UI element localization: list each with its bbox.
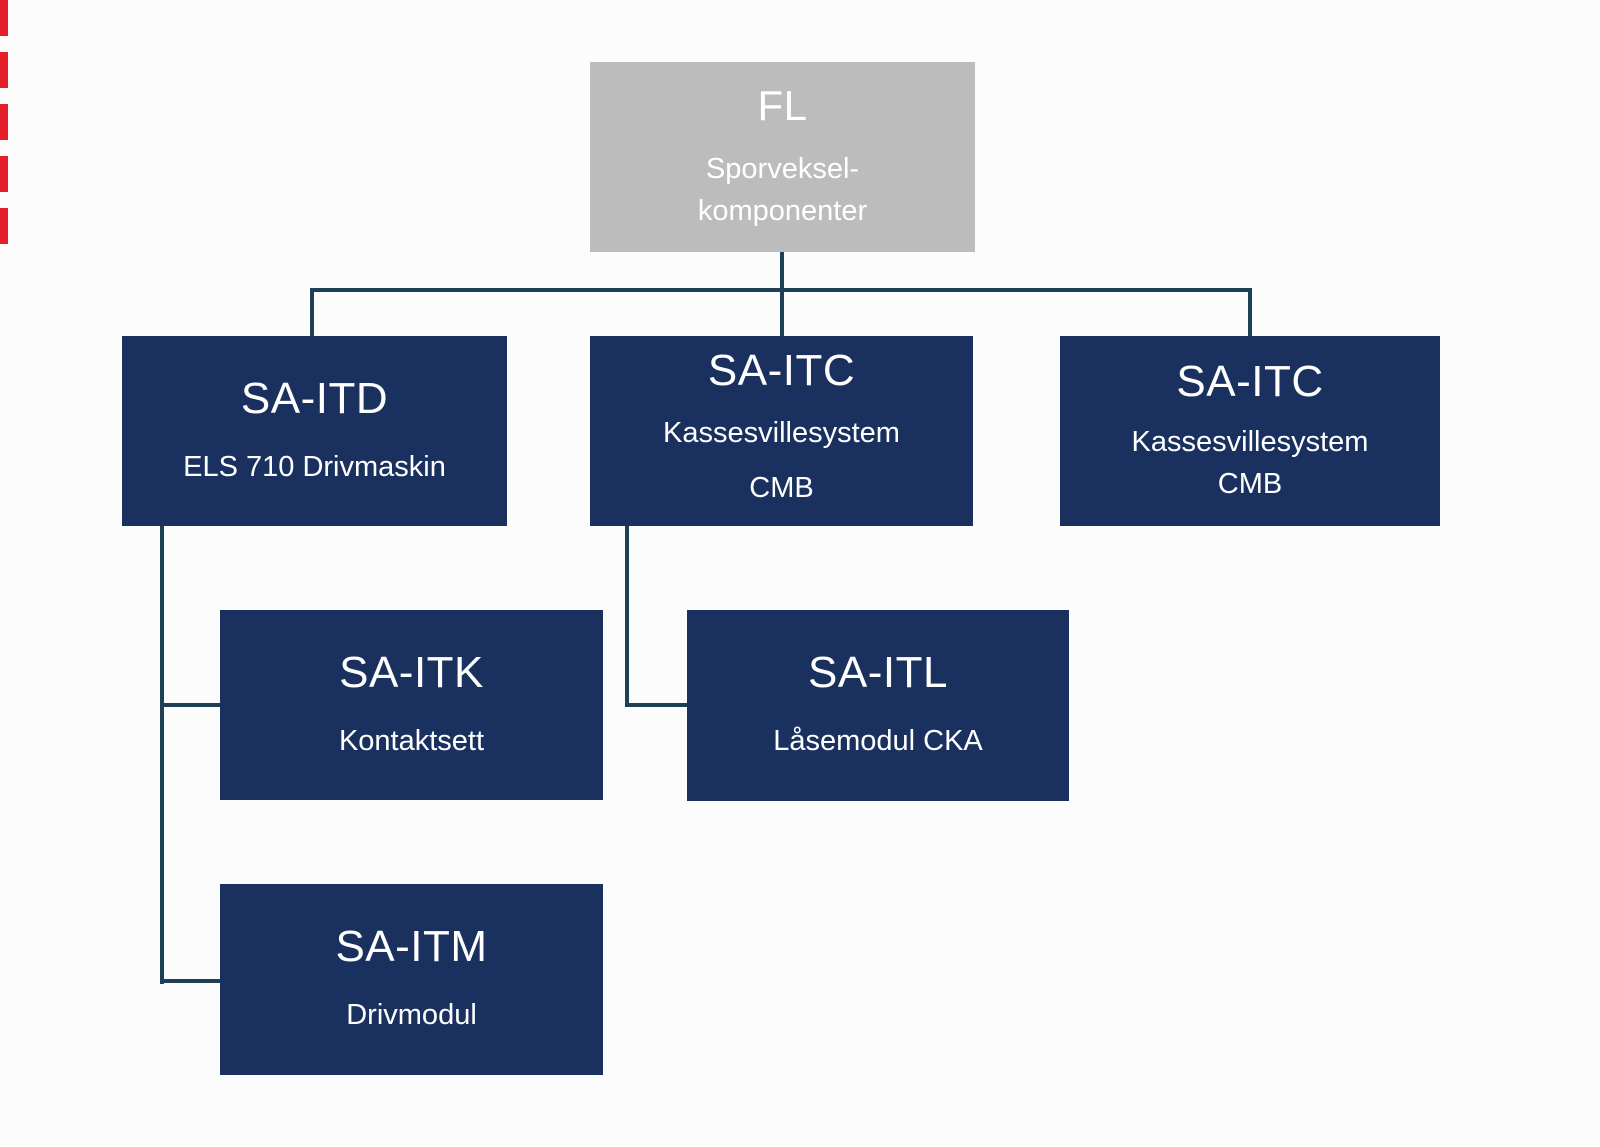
node-sa-itc-right: SA-ITC Kassesvillesystem CMB <box>1060 336 1440 526</box>
node-label: Sporveksel- komponenter <box>698 148 867 232</box>
node-label-line1: Drivmodul <box>346 999 477 1032</box>
node-sa-itm: SA-ITM Drivmodul <box>220 884 603 1075</box>
connector-root-stem <box>780 250 784 292</box>
connector-drop-center <box>780 288 784 338</box>
node-sa-itk: SA-ITK Kontaktsett <box>220 610 603 800</box>
node-label-line1: Kassesvillesystem <box>1131 425 1369 458</box>
node-label: Kontaktsett <box>339 720 484 762</box>
node-label-line1: Kontaktsett <box>338 724 485 757</box>
node-label-line1: Sporveksel- <box>705 152 860 185</box>
node-label-line1: Låsemodul CKA <box>773 725 983 758</box>
node-label: Kassesvillesystem CMB <box>1132 421 1369 505</box>
connector-drop-left <box>310 288 314 338</box>
node-label: Drivmodul <box>346 994 477 1036</box>
node-code: SA-ITK <box>339 647 484 697</box>
node-label: Kassesvillesystem CMB <box>663 406 900 516</box>
connector-itk-stub <box>160 703 222 707</box>
connector-itd-vertical <box>160 524 164 984</box>
node-sa-itl: SA-ITL Låsemodul CKA <box>687 610 1069 801</box>
node-label: Låsemodul CKA <box>773 720 983 762</box>
node-label-line2: CMB <box>1217 468 1283 500</box>
connector-itm-stub <box>160 979 222 983</box>
node-label-line1: Kassesvillesystem <box>663 416 900 449</box>
node-label-line1: ELS 710 Drivmaskin <box>183 450 446 483</box>
node-code: SA-ITC <box>1176 356 1324 406</box>
node-code: SA-ITL <box>808 648 948 698</box>
node-code: FL <box>757 81 808 129</box>
node-label-line2: komponenter <box>697 195 868 227</box>
node-sa-itd: SA-ITD ELS 710 Drivmaskin <box>122 336 507 526</box>
node-code: SA-ITM <box>335 922 488 972</box>
connector-itc-vertical <box>625 524 629 707</box>
left-edge-red-marks <box>0 0 8 250</box>
node-fl-root: FL Sporveksel- komponenter <box>590 62 975 252</box>
node-code: SA-ITC <box>707 345 856 395</box>
node-label: ELS 710 Drivmaskin <box>183 446 446 488</box>
node-sa-itc-center: SA-ITC Kassesvillesystem CMB <box>590 336 973 526</box>
node-label-line2: CMB <box>749 472 814 504</box>
node-code: SA-ITD <box>240 373 389 423</box>
connector-drop-right <box>1248 288 1252 338</box>
connector-itl-stub <box>625 703 689 707</box>
